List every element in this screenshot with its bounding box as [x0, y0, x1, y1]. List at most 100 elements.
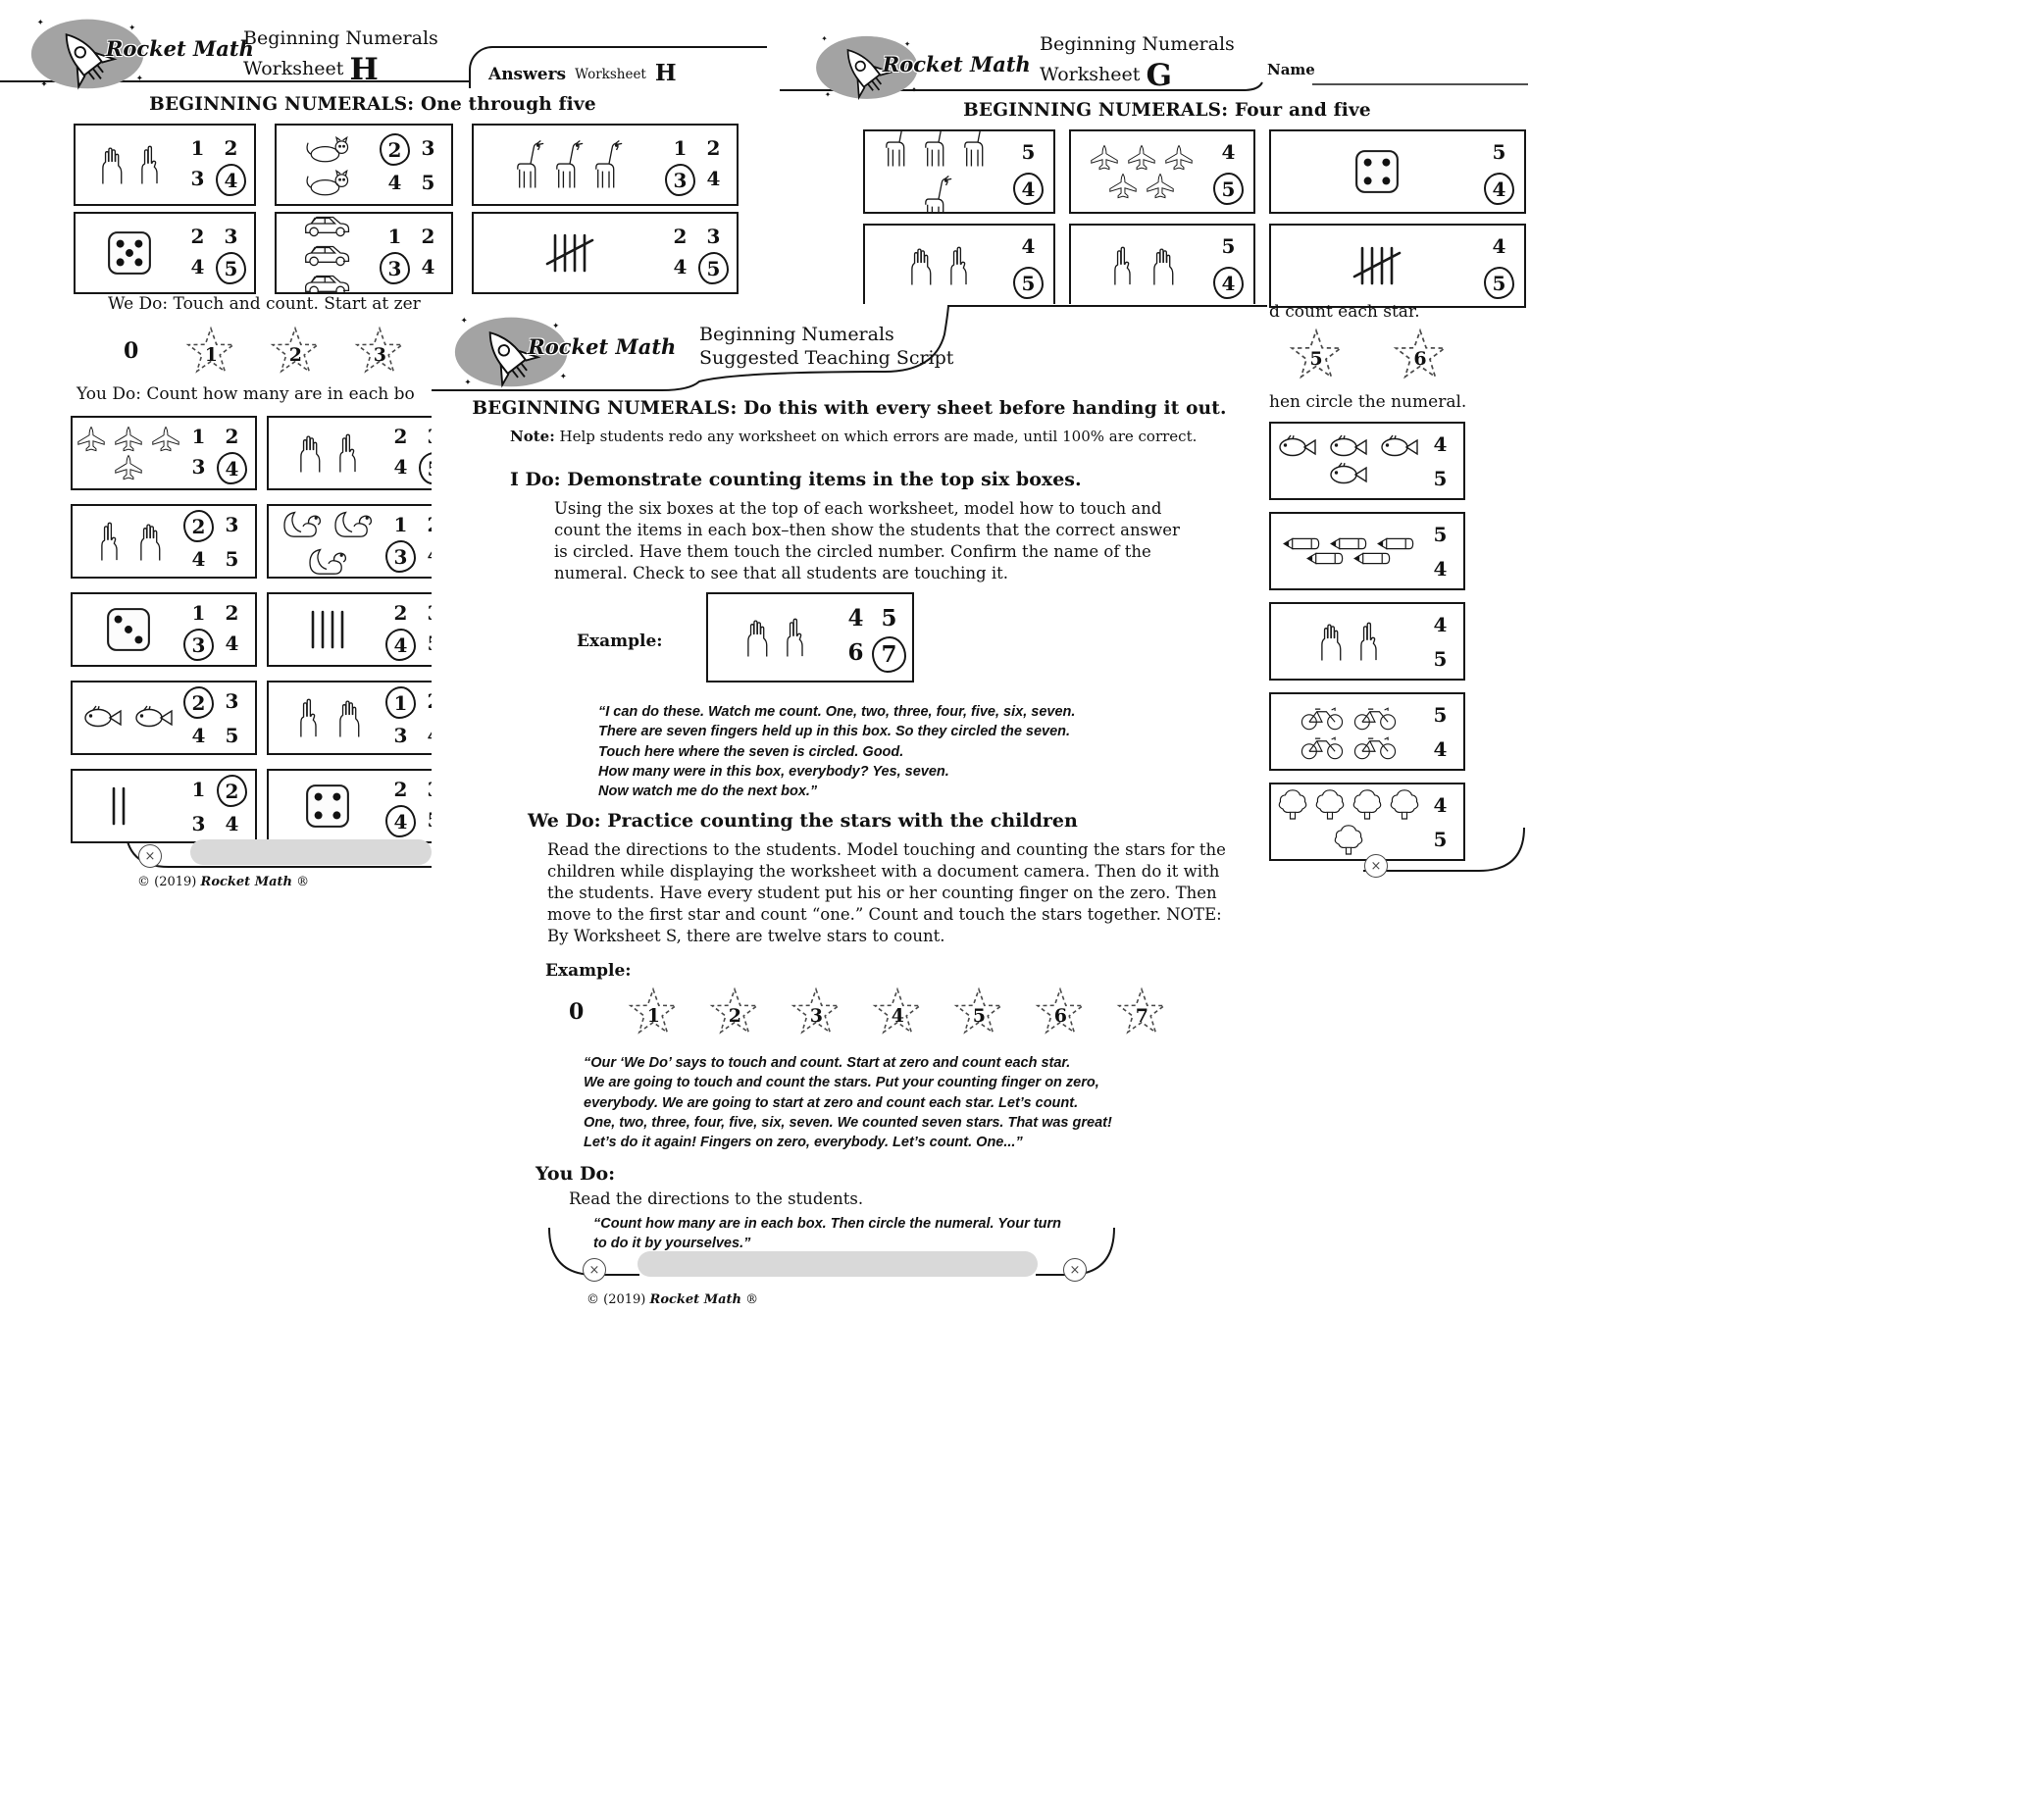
tree-icon: [1278, 787, 1307, 821]
counting-star: 4: [872, 986, 923, 1037]
box-items: [73, 682, 183, 753]
numeral: 2: [393, 777, 408, 801]
pencil-icon: [1329, 537, 1368, 550]
name-label: Name: [1267, 61, 1315, 78]
numeral: 2: [421, 224, 435, 248]
numeral: 4: [1021, 234, 1036, 259]
copyright-suffix: ®: [745, 1292, 759, 1307]
fish-icon: [1378, 434, 1421, 460]
worksheet-word: Worksheet: [1040, 63, 1141, 85]
tree-icon: [1315, 787, 1345, 821]
rocket-icon: ✦✦✦✦: [816, 34, 918, 101]
you-do-paragraph: Read the directions to the students.: [569, 1189, 864, 1208]
counting-star: 6: [1035, 986, 1086, 1037]
numeral: 4: [673, 254, 688, 278]
pencil-icon: [1282, 537, 1321, 550]
svg-text:✦: ✦: [40, 79, 47, 89]
box-items: [865, 131, 1011, 212]
giraffe-icon: [593, 137, 625, 192]
numeral: 4: [190, 254, 205, 278]
pencil-icon: [1352, 552, 1392, 565]
numeral: 4: [421, 254, 435, 278]
numeral-circled: 5: [216, 252, 246, 284]
numeral: 4: [225, 811, 239, 835]
counting-star: 5: [1289, 328, 1344, 382]
numeral-circled: 3: [380, 252, 410, 284]
svg-text:✦: ✦: [136, 75, 143, 84]
box-items: [1271, 226, 1482, 306]
numeral: 1: [190, 135, 205, 160]
quote-line: Touch here where the seven is circled. G…: [598, 743, 904, 760]
answers-letter: H: [654, 60, 677, 87]
die-5-icon: [106, 229, 153, 277]
numeral: 2: [225, 600, 239, 625]
svg-text:✦: ✦: [128, 24, 135, 33]
logo-wordmark: Rocket Math: [105, 36, 254, 62]
numeral: 5: [225, 546, 239, 571]
quote-line: Now watch me do the next box.”: [598, 784, 818, 800]
numeral: 4: [706, 166, 721, 190]
tally-4-icon: [303, 607, 352, 652]
numeral-circled: 4: [385, 629, 416, 661]
svg-text:✦: ✦: [904, 39, 911, 48]
numeral: 1: [673, 135, 688, 160]
numeral: 4: [191, 546, 206, 571]
numeral: 6: [847, 639, 864, 666]
numeral-circled: 3: [385, 540, 416, 573]
copyright: © (2019) Rocket Math ®: [586, 1292, 758, 1307]
box-items: [1071, 226, 1211, 306]
numeral-circled: 1: [385, 686, 416, 719]
numeral-circled: 4: [217, 452, 247, 484]
fingers-2-icon: [1106, 245, 1138, 286]
numeral: 4: [1433, 736, 1448, 761]
script-title-line2: Suggested Teaching Script: [699, 346, 954, 369]
you-do-label: You Do: Count how many are in each bo: [76, 384, 415, 404]
numeral: 1: [191, 600, 206, 625]
numeral-circled: 5: [1213, 173, 1244, 206]
numeral: 2: [224, 135, 238, 160]
box-items: [73, 771, 183, 841]
worksheet-page-h: ✦✦✦✦Rocket Math Beginning Numerals Works…: [0, 0, 775, 907]
we-do-label: We Do: Touch and count. Start at zer: [108, 294, 421, 314]
rocket-math-logo: ✦✦✦✦Rocket Math: [804, 29, 1031, 104]
tree-icon: [1334, 823, 1363, 856]
giraffe-icon: [923, 131, 954, 171]
answers-label: Answers: [488, 65, 567, 84]
numeral: 4: [847, 605, 864, 632]
rocket-icon: ✦✦✦✦: [30, 18, 144, 90]
numeral: 4: [1221, 140, 1236, 165]
numeral: 1: [191, 424, 206, 448]
svg-text:✦: ✦: [825, 90, 832, 99]
giraffe-icon: [962, 131, 994, 171]
squirrel-icon: [332, 506, 375, 540]
box-items: [277, 126, 380, 204]
counting-star: 3: [790, 986, 842, 1037]
you-do-heading: You Do:: [536, 1163, 616, 1185]
numeral: 1: [393, 512, 408, 536]
numeral: 3: [225, 512, 239, 536]
box-items: [76, 126, 182, 204]
worksheet-title-line1: Beginning Numerals: [1040, 33, 1235, 55]
box-items: [269, 594, 385, 665]
numeral: 3: [191, 454, 206, 479]
quote-line: “I can do these. Watch me count. One, tw…: [598, 704, 1076, 720]
quote-line: “Count how many are in each box. Then ci…: [593, 1216, 1061, 1232]
die-4-icon: [304, 783, 351, 830]
section-title: BEGINNING NUMERALS: Four and five: [963, 100, 1371, 121]
counting-star: 2: [270, 326, 321, 377]
fingers-2-icon: [1352, 621, 1384, 662]
